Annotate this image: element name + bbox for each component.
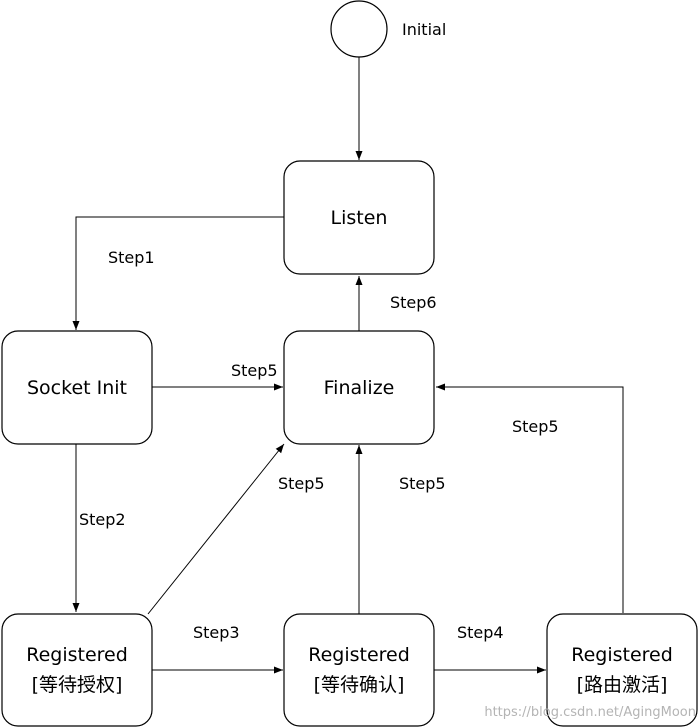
reg-confirm-line1: Registered	[308, 644, 410, 666]
step5-auth-label: Step5	[278, 474, 325, 493]
edge-step5-auth	[147, 443, 285, 615]
state-registered-confirm: Registered [等待确认]	[283, 613, 435, 727]
step4-label: Step4	[457, 623, 504, 642]
finalize-label: Finalize	[324, 377, 395, 399]
step2-label: Step2	[79, 510, 126, 529]
initial-label: Initial	[402, 20, 446, 39]
edge-step1	[72, 216, 285, 330]
step3-label: Step3	[193, 623, 240, 642]
reg-confirm-line2: [等待确认]	[314, 674, 405, 696]
reg-route-line2: [路由激活]	[577, 674, 668, 696]
watermark: https://blog.csdn.net/AgingMoon	[484, 705, 696, 720]
state-listen: Listen	[283, 160, 435, 275]
step6-label: Step6	[390, 293, 437, 312]
reg-auth-line1: Registered	[26, 644, 128, 666]
step5-route-label: Step5	[512, 417, 559, 436]
state-socket-init: Socket Init	[1, 330, 153, 445]
state-registered-auth: Registered [等待授权]	[1, 613, 153, 727]
reg-auth-line2: [等待授权]	[32, 674, 123, 696]
reg-route-line1: Registered	[571, 644, 673, 666]
step1-label: Step1	[108, 248, 155, 267]
socket-init-label: Socket Init	[27, 377, 127, 399]
edge-step5-route	[436, 383, 624, 613]
step5-confirm-label: Step5	[399, 474, 446, 493]
initial-state-circle	[330, 0, 388, 58]
step5-socket-label: Step5	[231, 361, 278, 380]
state-finalize: Finalize	[283, 330, 435, 445]
listen-label: Listen	[331, 207, 388, 229]
state-registered-route: Registered [路由激活]	[546, 613, 698, 727]
